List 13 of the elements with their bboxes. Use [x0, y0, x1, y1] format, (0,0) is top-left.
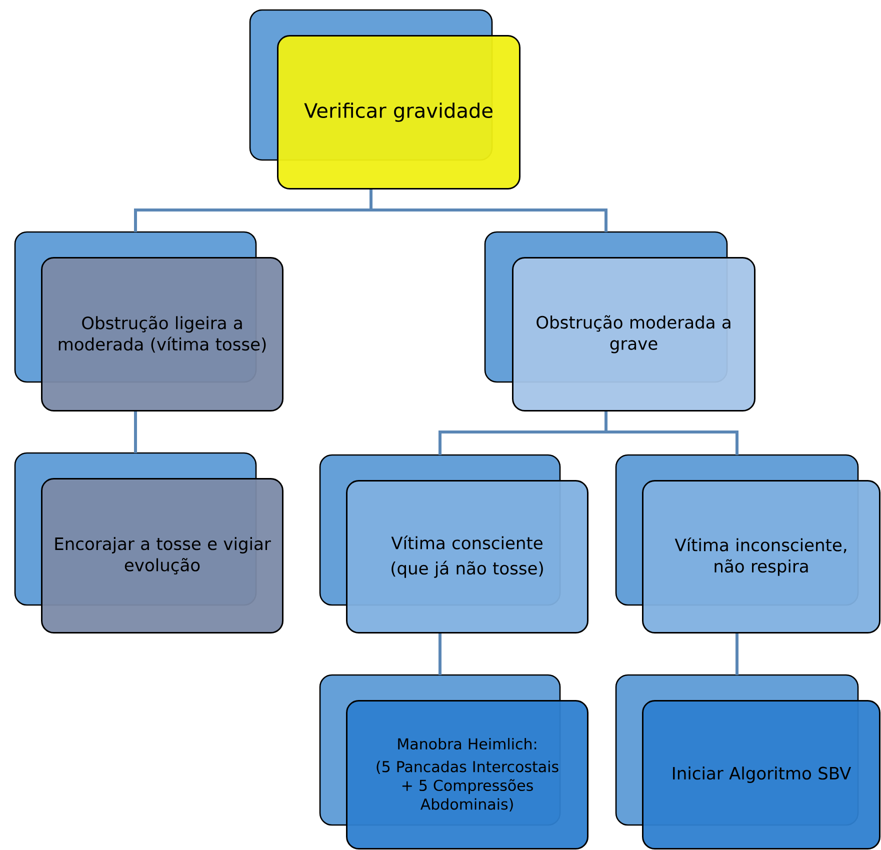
process-box: Vítima consciente (que já não tosse) [319, 454, 588, 634]
process-box: Verificar gravidade [249, 9, 520, 190]
process-box: Obstrução moderada a grave [484, 231, 756, 412]
connector-line [134, 412, 137, 453]
connector-line [736, 634, 738, 675]
connector-line [604, 412, 738, 455]
connector-line [438, 634, 442, 675]
process-box: Vítima inconsciente, não respira [615, 454, 880, 634]
process-box: Manobra Heimlich: (5 Pancadas Intercostais + 5 Compressões Abdominais) [319, 674, 588, 850]
connector-line [370, 190, 608, 232]
process-box: Encorajar a tosse e vigiar evolução [14, 452, 284, 634]
process-box: Obstrução ligeira a moderada (vítima tosse) [14, 231, 284, 412]
process-box: Iniciar Algoritmo SBV [615, 674, 880, 850]
